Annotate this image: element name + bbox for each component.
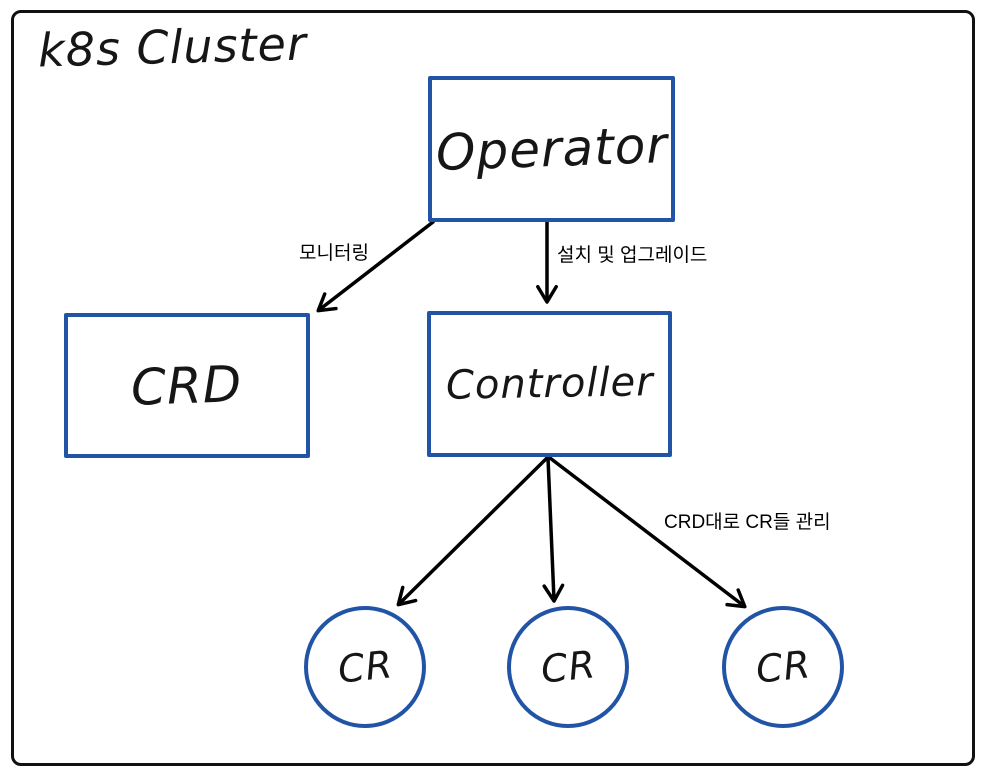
node-cr-2: CR — [507, 606, 629, 728]
node-controller-label: Controller — [445, 359, 654, 409]
node-controller: Controller — [427, 311, 672, 457]
node-operator: Operator — [428, 76, 675, 222]
node-cr-1: CR — [304, 606, 426, 728]
node-operator-label: Operator — [434, 115, 669, 183]
edge-label-monitoring: 모니터링 — [299, 243, 369, 264]
node-crd-label: CRD — [130, 354, 244, 417]
node-cr-3-label: CR — [753, 642, 813, 692]
node-cr-3: CR — [722, 606, 844, 728]
diagram-title: k8s Cluster — [37, 16, 308, 78]
node-crd: CRD — [64, 313, 310, 458]
k8s-cluster-boundary — [11, 10, 975, 766]
node-cr-1-label: CR — [335, 642, 395, 692]
edge-label-install-upgrade: 설치 및 업그레이드 — [557, 245, 708, 266]
node-cr-2-label: CR — [538, 642, 598, 692]
edge-label-manage-crs: CRD대로 CR들 관리 — [664, 512, 831, 533]
